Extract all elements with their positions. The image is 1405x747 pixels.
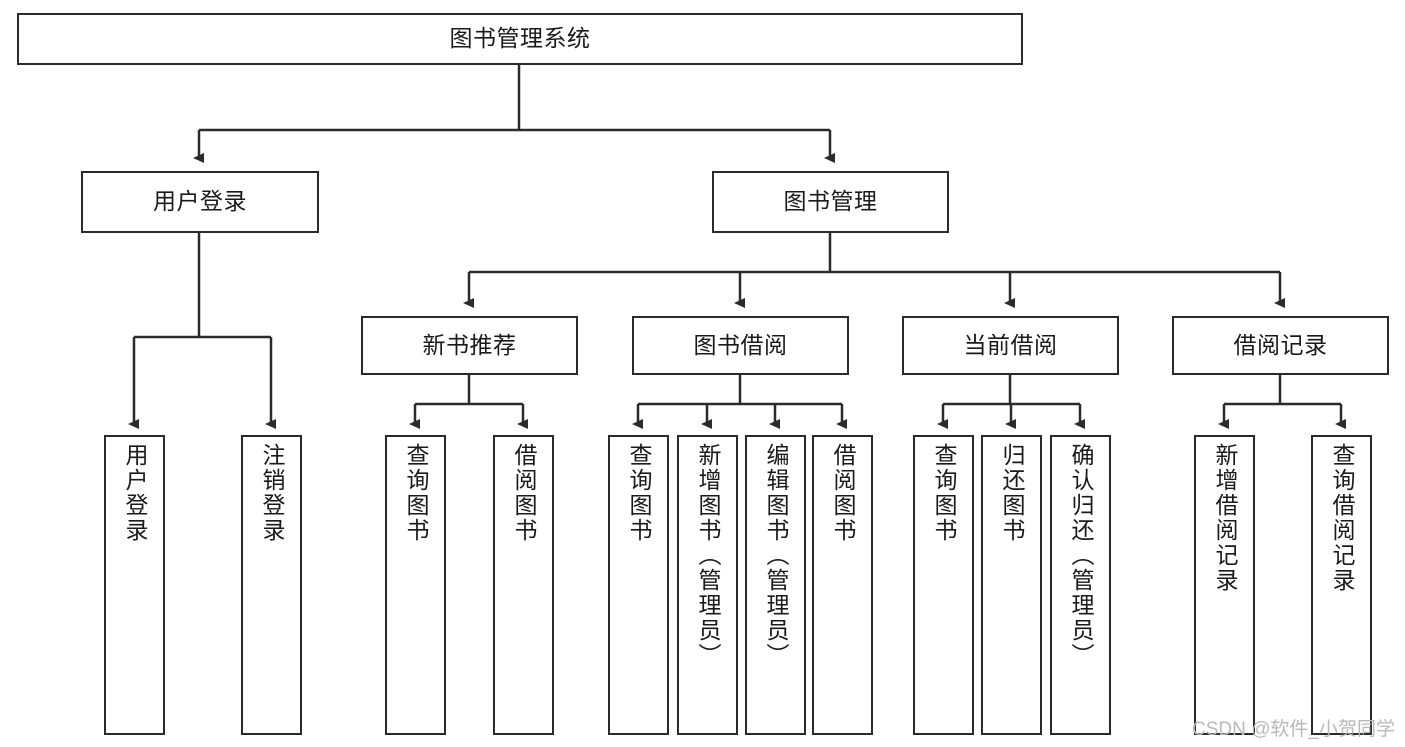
node-label: 查询图书 bbox=[931, 443, 957, 543]
leaf-current-borrow-confirm-return-admin[interactable]: 确认归还（管理员） bbox=[1050, 435, 1111, 735]
node-label: 借阅记录 bbox=[1233, 331, 1328, 358]
node-label: 用户登录 bbox=[122, 443, 148, 543]
node-label: 图书借阅 bbox=[693, 331, 788, 358]
leaf-user-login-logout[interactable]: 注销登录 bbox=[241, 435, 302, 735]
node-label: 当前借阅 bbox=[963, 331, 1058, 358]
node-book-borrowing[interactable]: 图书借阅 bbox=[632, 316, 849, 375]
node-label: 图书管理 bbox=[783, 188, 878, 215]
node-label: 确认归还（管理员） bbox=[1068, 443, 1094, 668]
leaf-new-books-query-book[interactable]: 查询图书 bbox=[385, 435, 446, 735]
node-label: 查询图书 bbox=[403, 443, 429, 543]
leaf-borrow-record-add-record[interactable]: 新增借阅记录 bbox=[1194, 435, 1255, 735]
node-new-book-recommendation[interactable]: 新书推荐 bbox=[361, 316, 578, 375]
node-label: 新增借阅记录 bbox=[1212, 443, 1238, 593]
node-borrowing-record[interactable]: 借阅记录 bbox=[1172, 316, 1389, 375]
node-label: 借阅图书 bbox=[830, 443, 856, 543]
node-user-login[interactable]: 用户登录 bbox=[81, 171, 319, 233]
leaf-book-borrow-borrow-book[interactable]: 借阅图书 bbox=[812, 435, 873, 735]
node-book-management[interactable]: 图书管理 bbox=[712, 171, 949, 233]
node-current-borrowing[interactable]: 当前借阅 bbox=[902, 316, 1119, 375]
leaf-current-borrow-query-book[interactable]: 查询图书 bbox=[913, 435, 974, 735]
node-label: 编辑图书（管理员） bbox=[763, 443, 789, 668]
leaf-user-login-signin[interactable]: 用户登录 bbox=[104, 435, 165, 735]
node-label: 归还图书 bbox=[999, 443, 1025, 543]
leaf-borrow-record-query-record[interactable]: 查询借阅记录 bbox=[1311, 435, 1372, 735]
node-label: 注销登录 bbox=[259, 443, 285, 543]
node-label: 用户登录 bbox=[153, 188, 247, 215]
node-label: 新书推荐 bbox=[422, 331, 517, 358]
node-label: 查询借阅记录 bbox=[1329, 443, 1355, 593]
leaf-book-borrow-query-book[interactable]: 查询图书 bbox=[608, 435, 669, 735]
leaf-book-borrow-edit-book-admin[interactable]: 编辑图书（管理员） bbox=[745, 435, 806, 735]
leaf-current-borrow-return-book[interactable]: 归还图书 bbox=[981, 435, 1042, 735]
leaf-new-books-borrow-book[interactable]: 借阅图书 bbox=[493, 435, 554, 735]
node-label: 图书管理系统 bbox=[449, 25, 591, 52]
leaf-book-borrow-add-book-admin[interactable]: 新增图书（管理员） bbox=[677, 435, 738, 735]
node-label: 新增图书（管理员） bbox=[695, 443, 721, 668]
node-label: 查询图书 bbox=[626, 443, 652, 543]
node-label: 借阅图书 bbox=[511, 443, 537, 543]
node-root-book-management-system[interactable]: 图书管理系统 bbox=[17, 13, 1023, 65]
